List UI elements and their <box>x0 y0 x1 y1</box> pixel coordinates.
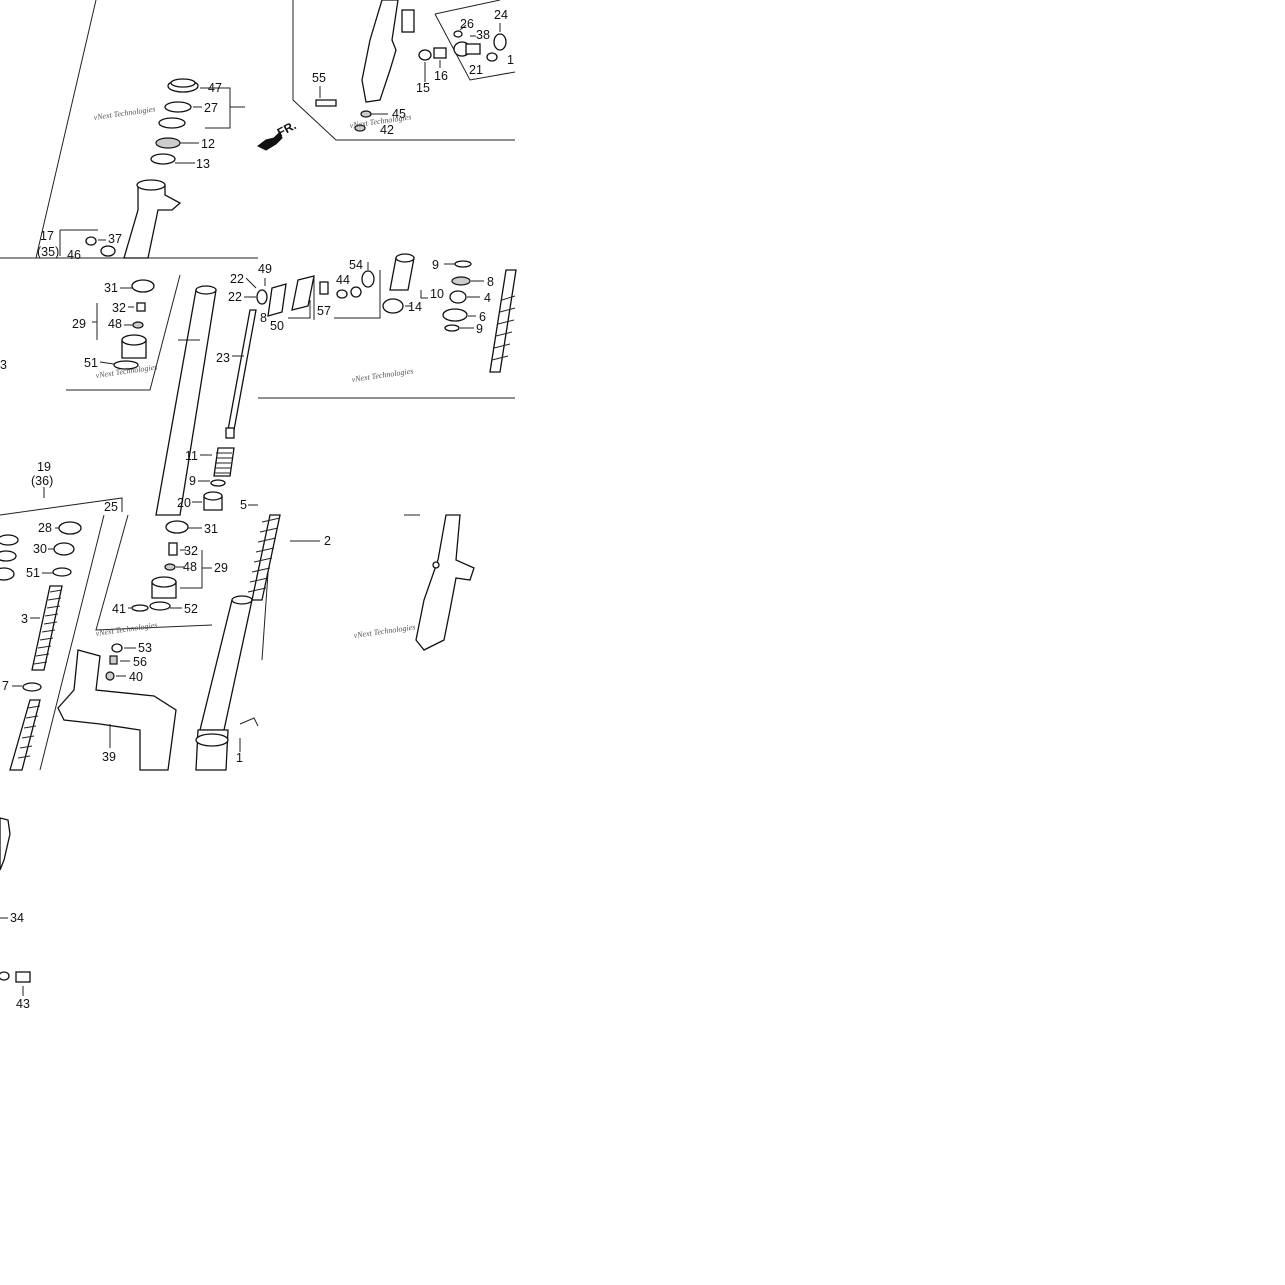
callout-42: 42 <box>380 123 394 137</box>
callout-39: 39 <box>102 750 116 764</box>
fork-cap-group-c <box>128 520 212 612</box>
callout-48-a: 48 <box>108 317 122 331</box>
fork-outer-tube-lower <box>195 514 320 771</box>
damper-rod <box>225 309 257 439</box>
callout-1-top: 1 <box>507 53 514 67</box>
callout-13: 13 <box>196 157 210 171</box>
watermark-text: vNext Technologies <box>351 366 414 384</box>
callout-12: 12 <box>201 137 215 151</box>
fork-slider-lower <box>404 514 475 651</box>
watermark-text: vNext Technologies <box>353 622 416 640</box>
callout-31-a: 31 <box>104 281 118 295</box>
callout-56: 56 <box>133 655 147 669</box>
callout-24: 24 <box>494 8 508 22</box>
callout-3-b: 3 <box>21 612 28 626</box>
callout-44: 44 <box>336 273 350 287</box>
fork-slider-upper <box>315 0 507 132</box>
rebound-spring-group <box>43 447 258 511</box>
callout-7: 7 <box>2 679 9 693</box>
callout-2: 2 <box>324 534 331 548</box>
callout-14: 14 <box>408 300 422 314</box>
callout-35: (35) <box>37 245 59 259</box>
lower-small-parts <box>0 817 31 996</box>
fork-inner-tube <box>155 285 217 516</box>
callout-9-c: 9 <box>189 474 196 488</box>
callout-36: (36) <box>31 474 53 488</box>
callout-labels: 47 27 12 13 17 (35) 37 46 55 45 42 26 38… <box>0 8 514 1011</box>
callout-55: 55 <box>312 71 326 85</box>
callout-43: 43 <box>16 997 30 1011</box>
callout-41: 41 <box>112 602 126 616</box>
fork-spring-right <box>489 269 517 373</box>
callout-1-bottom: 1 <box>236 751 243 765</box>
seal-group <box>244 253 484 332</box>
callout-32-b: 32 <box>184 544 198 558</box>
watermark-text: vNext Technologies <box>95 620 158 638</box>
front-direction-arrow: FR. <box>257 118 298 151</box>
callout-6: 6 <box>479 310 486 324</box>
callout-28: 28 <box>38 521 52 535</box>
watermark-text: vNext Technologies <box>93 104 156 122</box>
callout-11: 11 <box>185 449 198 463</box>
callout-22-a: 22 <box>230 272 244 286</box>
callout-21: 21 <box>469 63 483 77</box>
callout-29-b: 29 <box>214 561 228 575</box>
callout-22-b: 22 <box>228 290 242 304</box>
callout-47: 47 <box>208 81 222 95</box>
callout-45: 45 <box>392 107 406 121</box>
callout-23: 23 <box>216 351 230 365</box>
callout-38: 38 <box>476 28 490 42</box>
callout-9-b: 9 <box>476 322 483 336</box>
callout-27: 27 <box>204 101 218 115</box>
callout-9-a: 9 <box>432 258 439 272</box>
callout-51-b: 51 <box>26 566 40 580</box>
callout-40: 40 <box>129 670 143 684</box>
callout-19: 19 <box>37 460 51 474</box>
callout-30: 30 <box>33 542 47 556</box>
callout-52: 52 <box>184 602 198 616</box>
callout-34: 34 <box>10 911 24 925</box>
fork-cap-group-b <box>0 521 82 771</box>
callout-3-a: 3 <box>0 358 7 372</box>
callout-25: 25 <box>104 500 118 514</box>
callout-20: 20 <box>177 496 191 510</box>
callout-37: 37 <box>108 232 122 246</box>
callout-8-a: 8 <box>260 311 267 325</box>
fork-cap-group-a <box>92 279 155 370</box>
callout-51-a: 51 <box>84 356 98 370</box>
fork-bridge <box>57 643 177 771</box>
callout-53: 53 <box>138 641 152 655</box>
callout-8-b: 8 <box>487 275 494 289</box>
callout-29-a: 29 <box>72 317 86 331</box>
callout-5: 5 <box>240 498 247 512</box>
callout-4: 4 <box>484 291 491 305</box>
callout-31-b: 31 <box>204 522 218 536</box>
callout-46: 46 <box>67 248 81 262</box>
callout-15: 15 <box>416 81 430 95</box>
callout-54: 54 <box>349 258 363 272</box>
callout-48-b: 48 <box>183 560 197 574</box>
callout-10: 10 <box>430 287 444 301</box>
panel-frames <box>0 0 516 771</box>
callout-57: 57 <box>317 304 331 318</box>
callout-16: 16 <box>434 69 448 83</box>
steering-bearing-group <box>59 78 245 259</box>
callout-17: 17 <box>40 229 54 243</box>
callout-32-a: 32 <box>112 301 126 315</box>
callout-26: 26 <box>460 17 474 31</box>
callout-49: 49 <box>258 262 272 276</box>
callout-50: 50 <box>270 319 284 333</box>
